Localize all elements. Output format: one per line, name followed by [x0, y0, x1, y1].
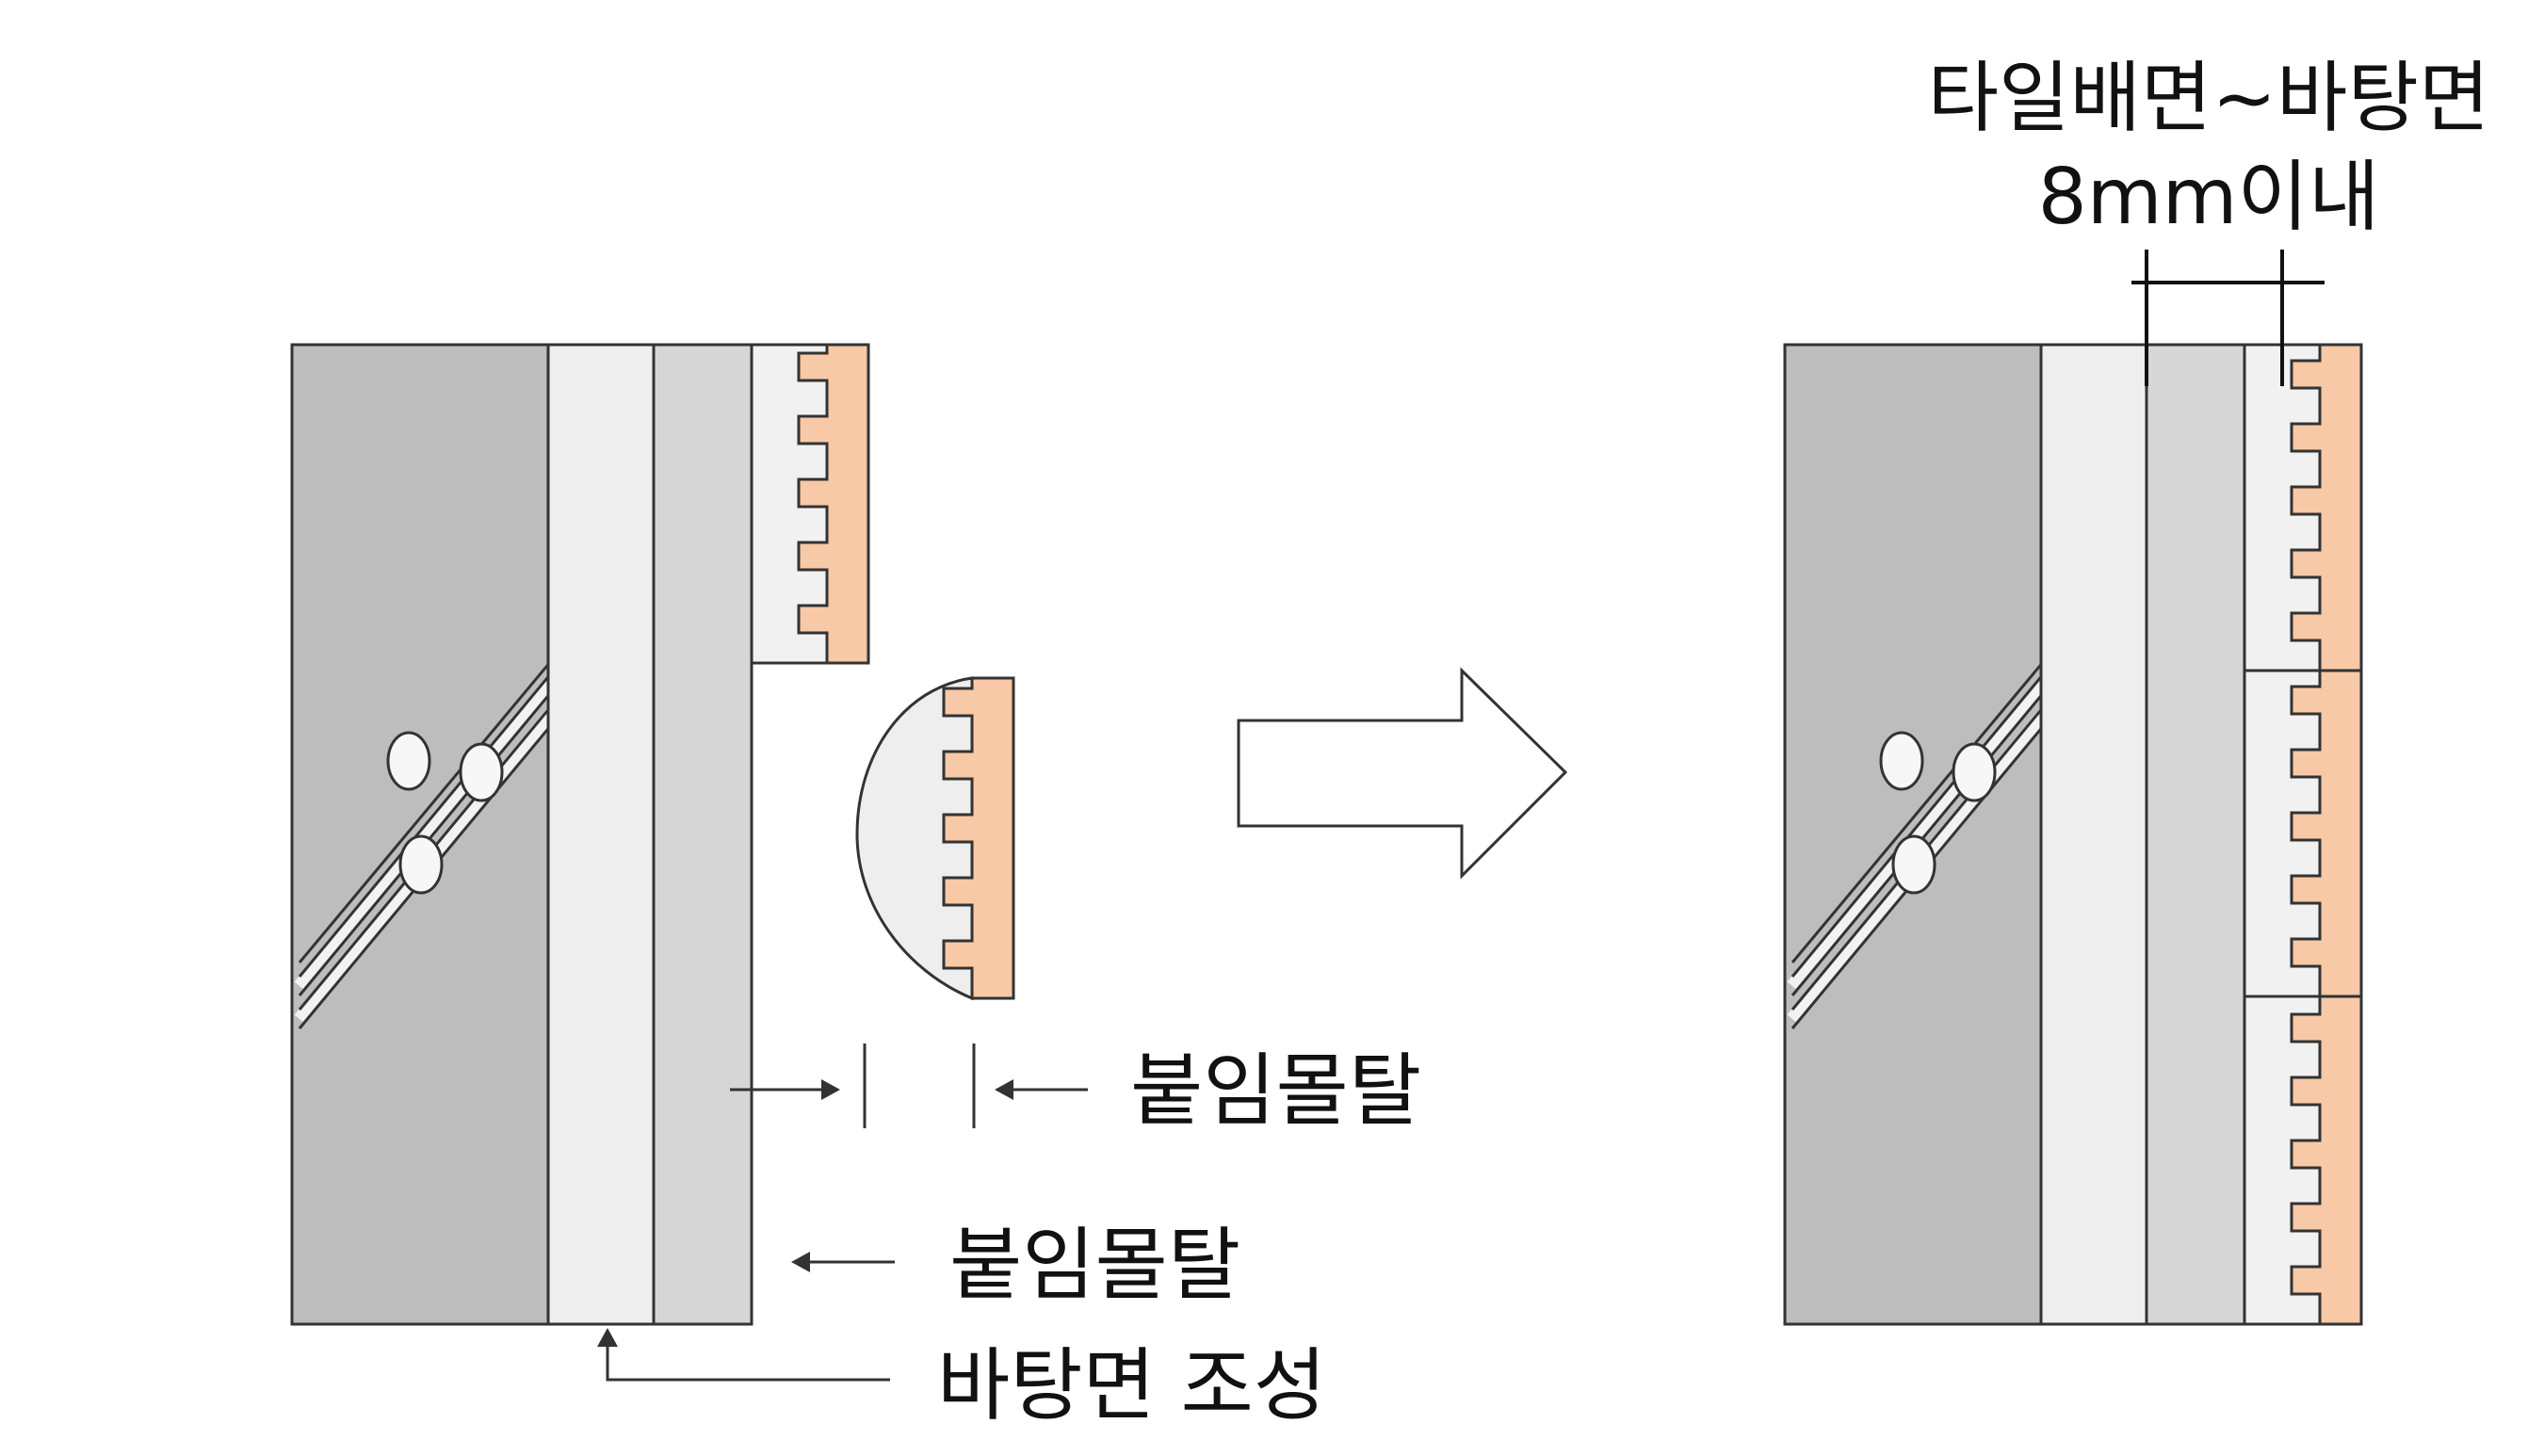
- label-substrate-prep: 바탕면 조성: [937, 1339, 1326, 1432]
- substrate-indicator: [597, 1328, 890, 1382]
- substrate-layer-left: [546, 343, 656, 1326]
- label-adhesive-mortar-gap: 붙임몰탈: [1130, 1044, 1421, 1137]
- after-assembly: 타일배면~바탕면 8mm이내: [1783, 54, 2490, 1326]
- label-adhesive-mortar-layer: 붙임몰탈: [949, 1219, 1240, 1311]
- label-spec-line2: 8mm이내: [2038, 153, 2380, 242]
- tile-left-top: [797, 343, 870, 665]
- gap-indicator: [730, 1043, 1088, 1128]
- aggregate-icon: [1879, 731, 1997, 895]
- before-assembly: 붙임몰탈 붙임몰탈 바탕면 조성: [290, 343, 1421, 1432]
- right-arrow-icon: [1237, 667, 1568, 880]
- substrate-layer-right: [2039, 343, 2148, 1326]
- tile-right-1: [2290, 343, 2363, 672]
- tile-loose: [942, 676, 1015, 1000]
- dimension-marker: [2131, 250, 2325, 386]
- mortar-layer-indicator: [791, 1252, 895, 1272]
- aggregate-icon: [386, 731, 504, 895]
- mortar-layer-left: [652, 343, 753, 1326]
- tile-right-2: [2290, 669, 2363, 998]
- mortar-layer-right: [2145, 343, 2246, 1326]
- label-spec-line1: 타일배면~바탕면: [1928, 54, 2490, 143]
- tile-right-3: [2290, 995, 2363, 1326]
